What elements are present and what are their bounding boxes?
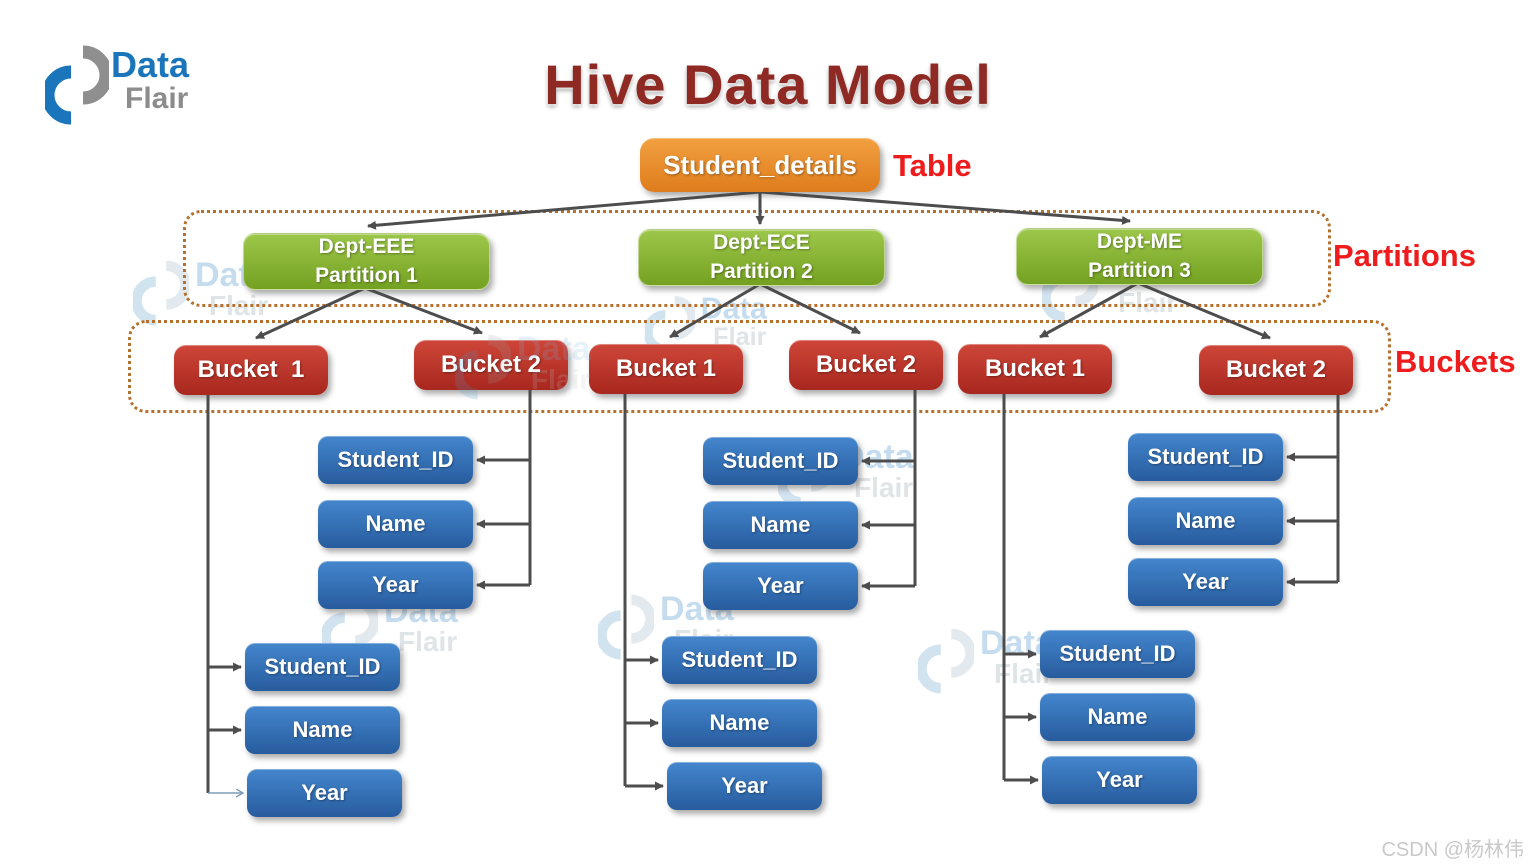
field-box-name: Name xyxy=(1128,497,1283,545)
field-box-student-id: Student_ID xyxy=(703,437,858,485)
partition-box-1: Dept-EEE Partition 1 xyxy=(243,233,490,290)
arrows-bucket2-p2-to-fields xyxy=(861,390,917,591)
partition-dept-label: Dept-ECE xyxy=(713,231,810,255)
field-box-student-id: Student_ID xyxy=(245,643,400,691)
field-box-student-id: Student_ID xyxy=(1040,630,1195,678)
field-box-name: Name xyxy=(245,706,400,754)
buckets-annotation: Buckets xyxy=(1395,344,1516,379)
bucket-box-p1-b1: Bucket 1 xyxy=(174,345,328,395)
csdn-credit: CSDN @杨林伟 xyxy=(1381,839,1524,861)
partitions-annotation: Partitions xyxy=(1333,238,1476,273)
arrows-bucket2-p3-to-fields xyxy=(1286,395,1340,587)
partitions-group-frame xyxy=(183,210,1331,307)
field-box-name: Name xyxy=(318,500,473,548)
field-box-student-id: Student_ID xyxy=(1128,433,1283,481)
table-box-student-details: Student_details xyxy=(640,138,880,192)
table-annotation: Table xyxy=(893,148,972,183)
partition-number-label: Partition 3 xyxy=(1088,258,1191,282)
field-box-name: Name xyxy=(1040,693,1195,741)
arrows-bucket1-p3-to-fields xyxy=(1002,394,1039,785)
logo-flair-text: Flair xyxy=(125,82,189,115)
bucket-box-p1-b2: Bucket 2 xyxy=(414,340,568,390)
field-box-year: Year xyxy=(247,769,402,817)
bucket-box-p2-b2: Bucket 2 xyxy=(789,340,943,390)
field-box-year: Year xyxy=(1042,756,1197,804)
bucket-box-p2-b1: Bucket 1 xyxy=(589,344,743,394)
partition-box-3: Dept-ME Partition 3 xyxy=(1016,228,1263,285)
bucket-box-p3-b2: Bucket 2 xyxy=(1199,345,1353,395)
arrows-bucket1-p2-to-fields xyxy=(623,394,664,791)
field-box-year: Year xyxy=(703,562,858,610)
field-box-year: Year xyxy=(1128,558,1283,606)
arrows-bucket1-p1-to-fields xyxy=(206,395,243,793)
arrows-table-to-partitions xyxy=(367,190,1131,230)
partition-box-2: Dept-ECE Partition 2 xyxy=(638,229,885,286)
field-box-name: Name xyxy=(662,699,817,747)
field-box-year: Year xyxy=(318,561,473,609)
arrows-bucket2-p1-to-fields xyxy=(476,390,532,590)
field-box-year: Year xyxy=(667,762,822,810)
page-title: Hive Data Model xyxy=(544,53,992,116)
bucket-box-p3-b1: Bucket 1 xyxy=(958,344,1112,394)
partition-number-label: Partition 2 xyxy=(710,259,813,283)
field-box-student-id: Student_ID xyxy=(318,436,473,484)
dataflair-logo-icon xyxy=(41,45,113,125)
partition-dept-label: Dept-EEE xyxy=(318,235,415,259)
buckets-group-frame xyxy=(128,320,1391,413)
partition-dept-label: Dept-ME xyxy=(1096,230,1183,254)
partition-number-label: Partition 1 xyxy=(315,263,418,287)
dataflair-logo: Data Flair xyxy=(41,42,265,137)
field-box-name: Name xyxy=(703,501,858,549)
logo-data-text: Data xyxy=(111,44,190,85)
arrows-partitions-to-buckets xyxy=(255,281,1271,340)
field-box-student-id: Student_ID xyxy=(662,636,817,684)
